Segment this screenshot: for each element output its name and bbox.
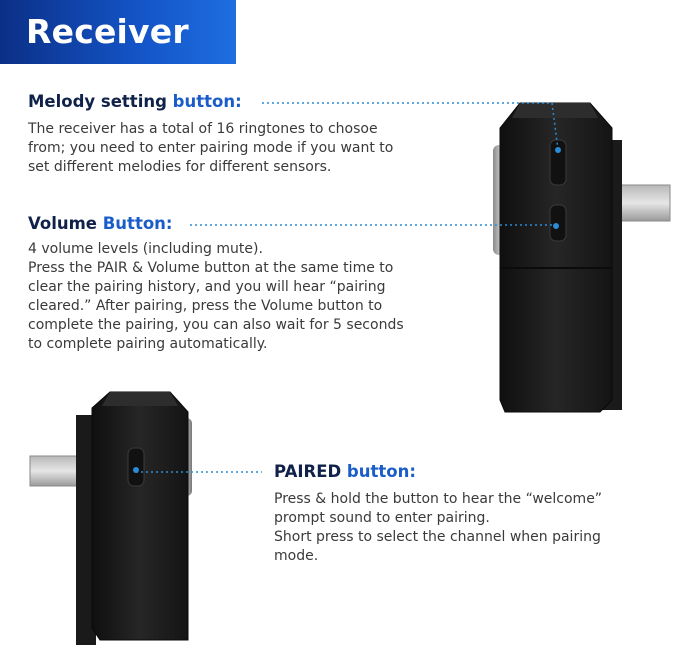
paired-callout-dot [133,467,139,473]
volume-description: 4 volume levels (including mute). Press … [28,240,404,354]
callout-lines [133,102,561,473]
paired-heading: PAIRED button: [274,462,416,481]
paired-line: prompt sound to enter pairing. [274,510,490,526]
volume-heading-part1: Volume [28,214,103,233]
paired-heading-part1: PAIRED [274,462,347,481]
volume-line: Press the PAIR & Volume button at the sa… [28,260,394,276]
paired-line: mode. [274,548,319,564]
melody-line: from; you need to enter pairing mode if … [28,140,394,156]
melody-line: set different melodies for different sen… [28,159,332,175]
volume-line: 4 volume levels (including mute). [28,241,263,257]
paired-description: Press & hold the button to hear the “wel… [274,490,602,566]
title-banner: Receiver [0,0,236,64]
volume-line: to complete pairing automatically. [28,336,268,352]
paired-line: Short press to select the channel when p… [274,529,601,545]
melody-heading-part2: button: [172,92,242,111]
volume-heading: Volume Button: [28,214,173,233]
melody-line: The receiver has a total of 16 ringtones… [28,121,378,137]
volume-line: complete the pairing, you can also wait … [28,317,404,333]
receiver-upper-device [493,102,671,413]
page-title: Receiver [26,12,189,51]
melody-description: The receiver has a total of 16 ringtones… [28,120,393,177]
melody-callout-dot [555,147,561,153]
melody-heading: Melody setting button: [28,92,242,111]
melody-button-icon [549,139,567,186]
volume-heading-part2: Button: [102,214,173,233]
volume-callout-dot [553,223,559,229]
paired-line: Press & hold the button to hear the “wel… [274,491,603,507]
melody-heading-part1: Melody setting [28,92,173,111]
volume-line: cleared.” After pairing, press the Volum… [28,298,383,314]
paired-heading-part2: button: [346,462,416,481]
receiver-lower-device [29,391,192,645]
volume-button-icon [549,204,567,242]
volume-line: clear the pairing history, and you will … [28,279,386,295]
